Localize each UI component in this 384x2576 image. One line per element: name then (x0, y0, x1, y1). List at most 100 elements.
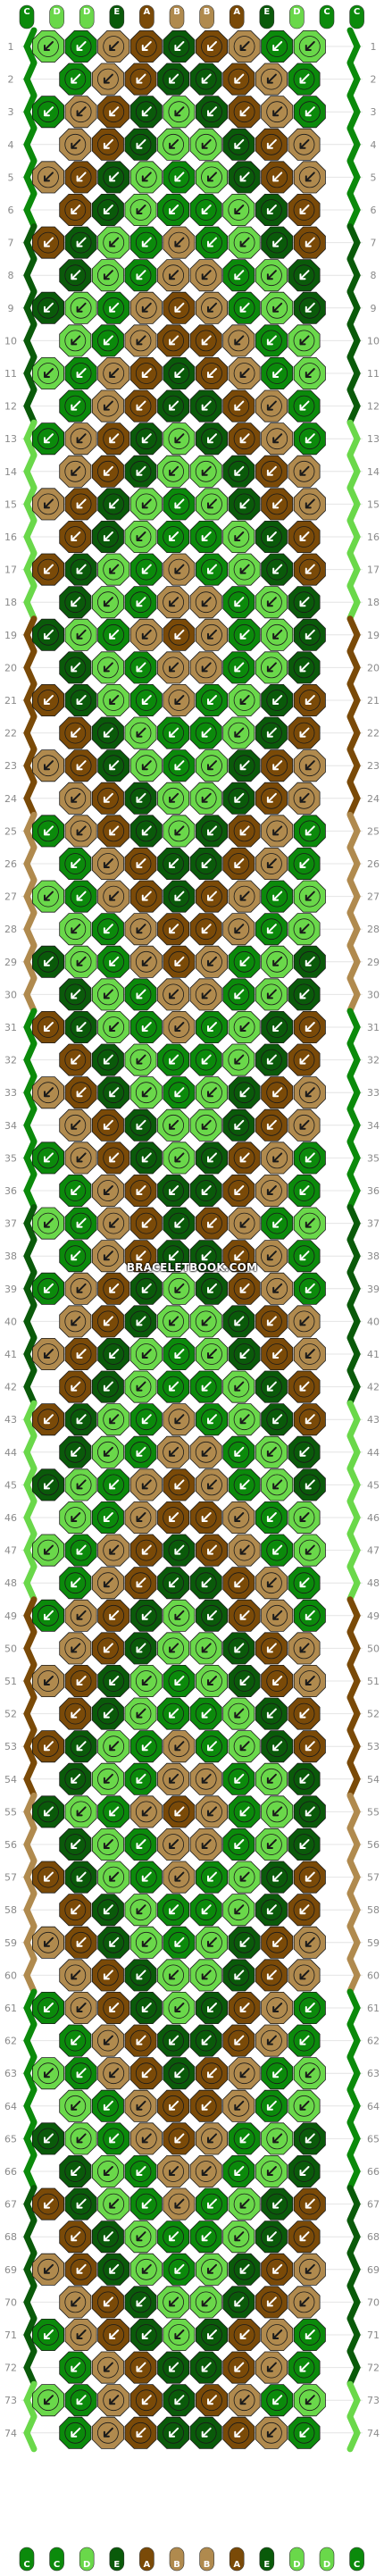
edge-thread-right (346, 1628, 361, 1668)
row-number-right: 59 (367, 1937, 380, 1949)
knot (195, 749, 229, 782)
down-left-arrow-icon (272, 891, 283, 901)
knot (97, 488, 130, 521)
down-left-arrow-icon (299, 335, 310, 346)
down-left-arrow-icon (174, 1741, 185, 1752)
knot (261, 1795, 294, 1828)
down-left-arrow-icon (169, 1577, 179, 1588)
edge-thread-right (346, 1334, 361, 1374)
knot (124, 716, 157, 749)
edge-thread-right (346, 1563, 361, 1602)
row-number-right: 33 (367, 1087, 380, 1099)
knot (293, 1665, 326, 1697)
down-left-arrow-icon (174, 2395, 185, 2405)
row-number-left: 31 (4, 1022, 17, 1033)
down-left-arrow-icon (299, 2100, 310, 2111)
down-left-arrow-icon (234, 727, 245, 738)
row-number-left: 63 (4, 2068, 17, 2079)
down-left-arrow-icon (266, 1839, 277, 1849)
thread-letter-top: C (23, 7, 29, 17)
knot (195, 2318, 229, 2352)
knot (124, 782, 157, 815)
edge-thread-left (23, 844, 38, 883)
down-left-arrow-icon (136, 662, 146, 673)
down-left-arrow-icon (266, 2296, 277, 2307)
edge-thread-right (346, 1531, 361, 1570)
edge-thread-left (23, 387, 38, 426)
row-number-left: 34 (4, 1120, 17, 1132)
down-left-arrow-icon (71, 1970, 81, 1980)
down-left-arrow-icon (207, 106, 217, 117)
knot (261, 553, 294, 586)
down-left-arrow-icon (207, 237, 217, 247)
knot (228, 161, 261, 194)
edge-thread-right (346, 1433, 361, 1472)
down-left-arrow-icon (174, 564, 185, 574)
row-number-right: 17 (367, 565, 380, 576)
down-left-arrow-icon (305, 302, 315, 313)
down-left-arrow-icon (169, 858, 179, 868)
edge-thread-left (23, 909, 38, 949)
knot (163, 1142, 196, 1175)
knot (91, 1828, 124, 1861)
knot (189, 521, 222, 553)
knot (261, 1403, 294, 1436)
knot (32, 2057, 64, 2090)
knot (293, 226, 326, 259)
edge-thread-right (346, 255, 361, 295)
knot (293, 1795, 326, 1828)
edge-thread-left (23, 255, 38, 295)
edge-thread-left (23, 321, 38, 360)
row-number-right: 23 (367, 760, 380, 772)
edge-thread-left (23, 1596, 38, 1635)
down-left-arrow-icon (169, 73, 179, 84)
row-number-right: 30 (367, 989, 380, 1000)
down-left-arrow-icon (109, 1806, 120, 1817)
knot (64, 618, 97, 651)
knot (64, 2384, 97, 2417)
down-left-arrow-icon (44, 2068, 54, 2078)
edge-thread-left (23, 419, 38, 458)
knot (64, 1730, 97, 1763)
knot (255, 1043, 288, 1076)
knot (255, 651, 288, 684)
down-left-arrow-icon (207, 1283, 217, 1293)
knot (195, 422, 229, 456)
down-left-arrow-icon (76, 891, 87, 901)
row-number-right: 61 (367, 2003, 380, 2014)
knot (32, 1861, 64, 1894)
down-left-arrow-icon (169, 1054, 179, 1065)
knot (288, 389, 321, 422)
edge-thread-right (346, 2021, 361, 2061)
knot (124, 1697, 157, 1730)
row-number-right: 48 (367, 1577, 380, 1589)
row-number-right: 2 (371, 74, 377, 86)
knot (64, 422, 97, 456)
knot (64, 1338, 97, 1370)
down-left-arrow-icon (201, 597, 212, 607)
down-left-arrow-icon (207, 2263, 217, 2274)
down-left-arrow-icon (272, 695, 283, 705)
down-left-arrow-icon (305, 2395, 315, 2405)
down-left-arrow-icon (71, 1316, 81, 1326)
down-left-arrow-icon (76, 237, 87, 247)
down-left-arrow-icon (266, 2362, 277, 2372)
knot (222, 782, 255, 815)
knot (255, 2221, 288, 2254)
down-left-arrow-icon (71, 531, 81, 541)
row-number-right: 13 (367, 433, 380, 445)
knot (163, 96, 196, 129)
knot (293, 1861, 326, 1894)
down-left-arrow-icon (103, 531, 113, 541)
down-left-arrow-icon (71, 858, 81, 868)
knot (129, 422, 163, 456)
down-left-arrow-icon (136, 2035, 146, 2045)
row-number-left: 55 (4, 1806, 17, 1818)
knot (288, 259, 321, 292)
down-left-arrow-icon (44, 629, 54, 640)
row-number-left: 68 (4, 2231, 17, 2243)
knot (91, 128, 124, 161)
thread-letter-top: D (83, 7, 90, 17)
row-number-right: 34 (367, 1120, 380, 1132)
